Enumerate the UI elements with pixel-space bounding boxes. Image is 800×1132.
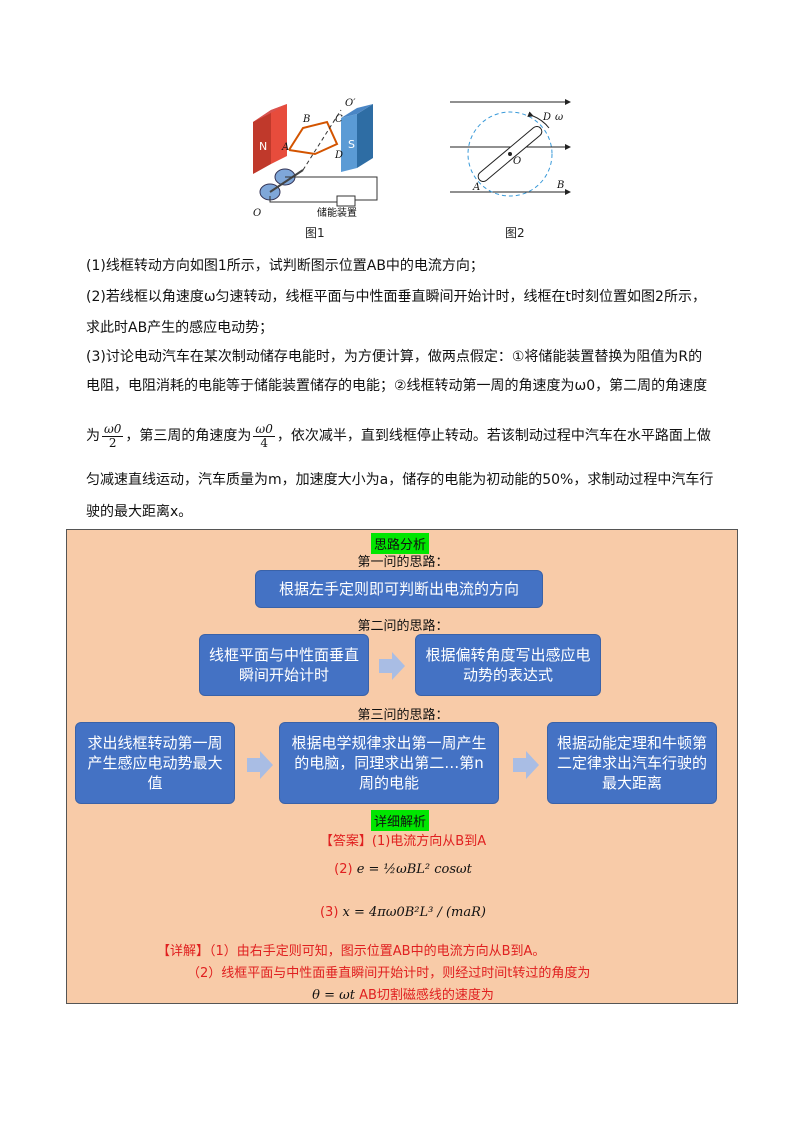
answer-1: (1)电流方向从B到A	[371, 834, 487, 849]
detail-label: 【详解】	[157, 944, 210, 959]
fraction-denominator: 2	[108, 435, 117, 450]
figure-2-caption: 图2	[505, 226, 525, 240]
answer-line-3: (3) x = 4πω0B²L³ / (maR)	[67, 905, 739, 920]
label-a: A	[281, 142, 289, 153]
fraction-denominator: 4	[260, 435, 268, 450]
q3-text-b: ，第三周的角速度为	[125, 428, 252, 444]
detail-title: 详细解析	[371, 810, 430, 831]
label-s: S	[348, 138, 355, 151]
q3-text-c: ，依次减半，直到线框停止转动。若该制动过程中汽车在水平路面上做	[276, 428, 711, 444]
q3-box-1: 求出线框转动第一周产生感应电动势最大值	[75, 722, 235, 804]
analysis-panel: 思路分析 第一问的思路： 根据左手定则即可判断出电流的方向 第二问的思路： 线框…	[66, 529, 738, 1004]
question-3-line-4: 匀减速直线运动，汽车质量为m，加速度大小为a，储存的电能为初动能的50%，求制动…	[86, 472, 714, 488]
detail-line-2: （2）线框平面与中性面垂直瞬间开始计时，则经过时间t转过的角度为	[187, 966, 591, 981]
figure-2: D ω O A B	[445, 92, 575, 222]
question-2-line-1: (2)若线框以角速度ω匀速转动，线框平面与中性面垂直瞬间开始计时，线框在t时刻位…	[86, 289, 706, 305]
label-storage-device: 储能装置	[317, 206, 357, 219]
answer-2-prefix: (2)	[334, 862, 353, 877]
question-3-line-2: 电阻，电阻消耗的电能等于储能装置储存的电能；②线框转动第一周的角速度为ω0，第二…	[86, 378, 708, 394]
label-omega: ω	[555, 112, 563, 123]
question-3-line-5: 驶的最大距离x。	[86, 504, 193, 520]
q2-box-1: 线框平面与中性面垂直瞬间开始计时	[199, 634, 369, 696]
fraction-numerator: ω0	[253, 421, 275, 437]
detail-line-1: 【详解】（1）由右手定则可知，图示位置AB中的电流方向从B到A。	[157, 940, 545, 959]
answer-label: 【答案】	[319, 834, 372, 849]
answer-3-formula: x = 4πω0B²L³ / (maR)	[342, 905, 486, 920]
answer-line-2: (2) e = ½ωBL² cosωt	[67, 862, 739, 877]
arrow-right-icon	[247, 751, 273, 779]
label-o: O	[253, 208, 261, 219]
q1-box: 根据左手定则即可判断出电流的方向	[255, 570, 543, 608]
arrow-right-icon	[379, 652, 405, 680]
label-c: C	[335, 114, 343, 125]
answer-3-prefix: (3)	[319, 905, 339, 920]
q3-heading: 第三问的思路：	[357, 708, 449, 723]
answer-line-1: 【答案】(1)电流方向从B到A	[67, 830, 739, 849]
label-b: B	[556, 180, 564, 191]
answer-2-formula: e = ½ωBL² cosωt	[356, 862, 472, 877]
label-o: O	[513, 156, 521, 167]
question-3-line-1: (3)讨论电动汽车在某次制动储存电能时，为方便计算，做两点假定：①将储能装置替换…	[86, 349, 703, 365]
generator-diagram: N S A B C D O′ O 储能装置	[253, 98, 378, 219]
q3-box-2: 根据电学规律求出第一周产生的电脑，同理求出第二…第n周的电能	[279, 722, 499, 804]
detail-3-text: AB切割磁感线的速度为	[359, 988, 494, 1003]
arrow-right-icon	[513, 751, 539, 779]
label-b: B	[302, 114, 310, 125]
figure-1: N S A B C D O′ O 储能装置	[245, 92, 395, 242]
q2-box-2: 根据偏转角度写出感应电动势的表达式	[415, 634, 601, 696]
figure-1-caption: 图1	[305, 226, 325, 240]
q3-text-a: 为	[86, 428, 100, 444]
label-d: D	[334, 150, 343, 161]
question-1: (1)线框转动方向如图1所示，试判断图示位置AB中的电流方向；	[86, 258, 484, 274]
label-a: A	[472, 182, 480, 193]
label-o-prime: O′	[345, 98, 356, 109]
question-2-line-2: 求此时AB产生的感应电动势；	[86, 320, 274, 336]
fraction-numerator: ω0	[102, 421, 124, 437]
q3-box-3: 根据动能定理和牛顿第二定律求出汽车行驶的最大距离	[547, 722, 717, 804]
detail-3-formula: θ = ωt	[312, 988, 355, 1003]
label-n: N	[259, 140, 267, 153]
q1-heading: 第一问的思路：	[357, 555, 449, 570]
analysis-title: 思路分析	[371, 533, 430, 554]
detail-line-3: θ = ωt AB切割磁感线的速度为	[67, 984, 739, 1003]
q2-heading: 第二问的思路：	[357, 619, 449, 634]
label-d: D	[542, 112, 551, 123]
detail-1: （1）由右手定则可知，图示位置AB中的电流方向从B到A。	[209, 944, 546, 959]
rotating-coil-diagram: D ω O A B	[450, 99, 571, 197]
